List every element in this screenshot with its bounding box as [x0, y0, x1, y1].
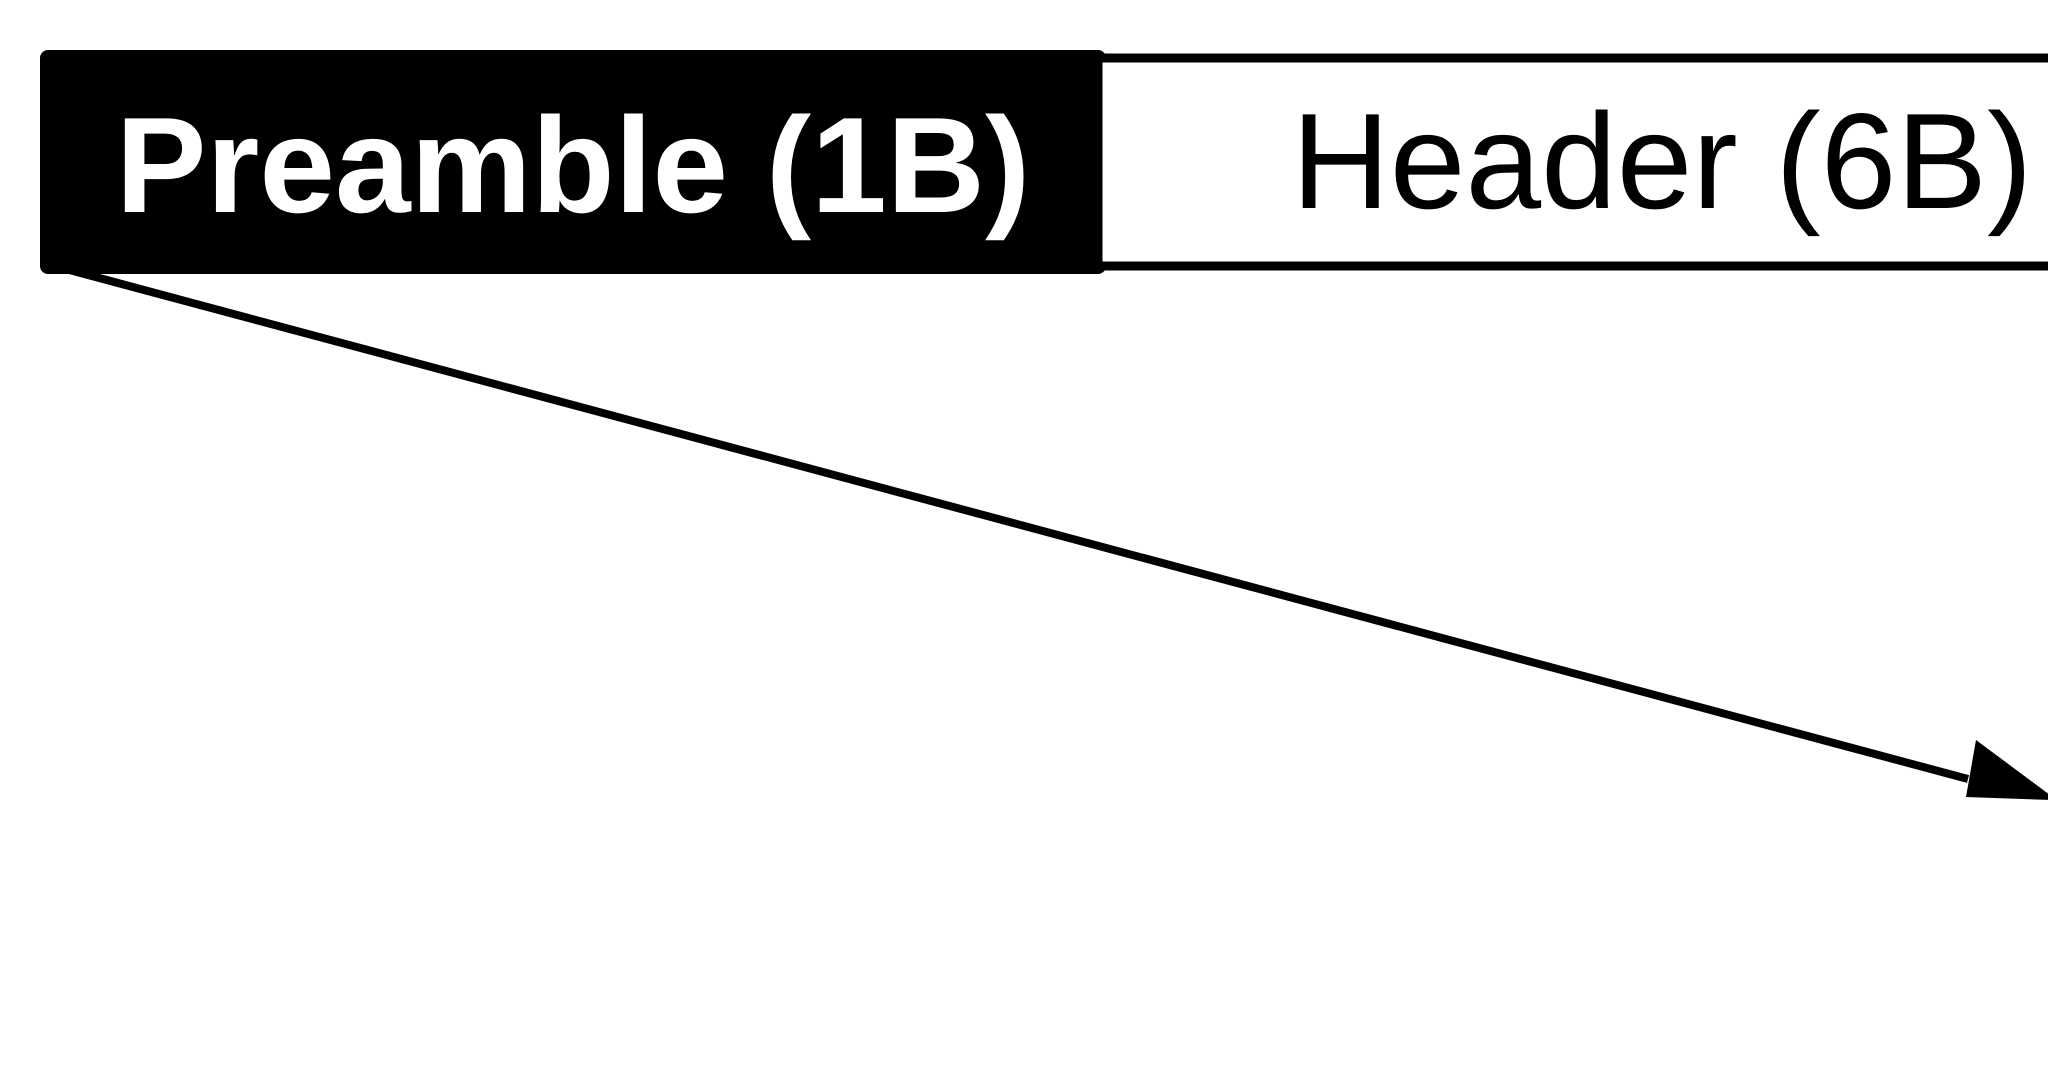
preamble-field: Preamble (1B): [40, 50, 1106, 274]
expansion-arrow: [60, 264, 2048, 800]
header-field: Header (6B): [1093, 53, 2048, 271]
preamble-label: Preamble (1B): [116, 89, 1031, 241]
header-box: [1093, 53, 2048, 271]
header-label: Header (6B): [1292, 85, 2033, 237]
arrowhead-icon: [1966, 740, 2048, 800]
arrow-line: [60, 264, 1970, 783]
